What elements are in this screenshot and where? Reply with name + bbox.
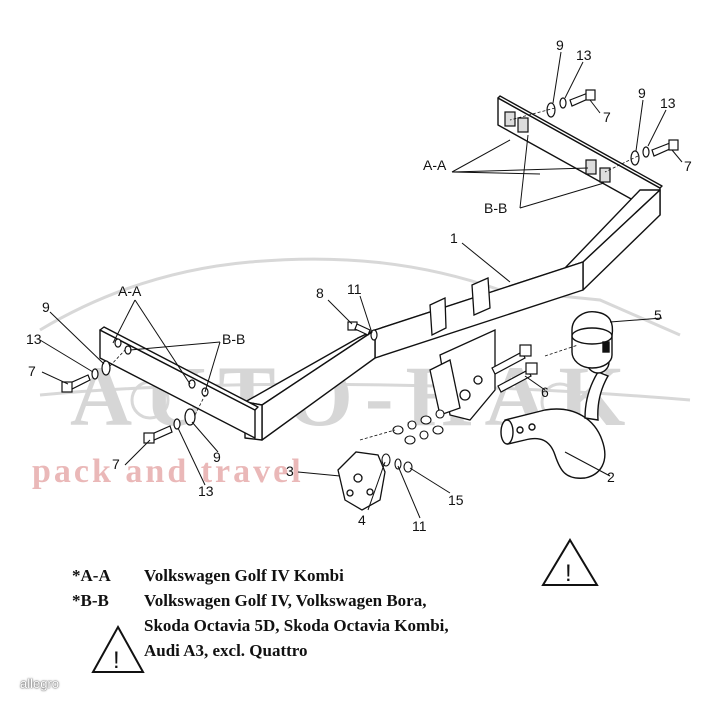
assembly-lines: [109, 107, 639, 441]
ball-cover: [571, 311, 614, 369]
legend-key-aa: *A-A: [72, 566, 111, 585]
bolt-set-left-upper: [61, 360, 111, 393]
callout-6: 6: [541, 384, 549, 400]
callout-13-left-upper: 13: [26, 331, 42, 347]
section-label-bb-right: B-B: [484, 200, 507, 216]
callout-5: 5: [654, 307, 662, 323]
watermark-site-logo: allegro: [20, 676, 60, 691]
callout-11-centre: 11: [347, 281, 362, 297]
nut-washer-cluster: [381, 409, 445, 473]
callout-13-left-lower: 13: [198, 483, 214, 499]
right-arm-nuts: [504, 111, 611, 183]
callout-9-right: 9: [638, 85, 646, 101]
callout-1: 1: [450, 230, 458, 246]
legend-text-bb-3: Audi A3, excl. Quattro: [144, 641, 308, 660]
bolt-set-top-right-1: [546, 89, 596, 118]
bolt-set-centre: [347, 321, 378, 341]
bolt-set-top-right-2: [630, 139, 679, 166]
legend-key-bb: *B-B: [72, 591, 109, 610]
legend-text-bb-2: Skoda Octavia 5D, Skoda Octavia Kombi,: [144, 616, 449, 635]
svg-text:!: !: [113, 647, 120, 674]
ball-bolts: [491, 344, 538, 393]
callout-7-left-upper: 7: [28, 363, 36, 379]
callout-9-left-upper: 9: [42, 299, 50, 315]
callout-9-left-lower: 9: [213, 449, 221, 465]
ball-mount-bracket: [429, 277, 496, 421]
callout-13-right: 13: [660, 95, 676, 111]
bolt-set-left-lower: [143, 408, 196, 444]
warning-icon: !: [91, 624, 145, 674]
left-arm-holes: [114, 338, 209, 397]
callout-7-right: 7: [684, 158, 692, 174]
legend-text-aa: Volkswagen Golf IV Kombi: [144, 566, 344, 585]
leader-lines: [39, 51, 683, 519]
callout-3: 3: [286, 463, 294, 479]
callout-8: 8: [316, 285, 324, 301]
warning-icon: !: [541, 538, 599, 587]
section-label-aa-left: A-A: [118, 283, 142, 299]
callout-7-left-lower: 7: [112, 456, 120, 472]
watermark-tagline: pack and travel: [32, 453, 304, 490]
callout-11-lower: 11: [412, 518, 427, 534]
callout-9-top-right: 9: [556, 37, 564, 53]
application-legend: *A-A Volkswagen Golf IV Kombi *B-B Volks…: [72, 563, 542, 663]
svg-text:!: !: [565, 560, 572, 587]
callout-2: 2: [607, 469, 615, 485]
legend-row-bb: *B-B Volkswagen Golf IV, Volkswagen Bora…: [72, 588, 542, 613]
section-label-aa-right: A-A: [423, 157, 447, 173]
callout-4: 4: [358, 512, 366, 528]
legend-text-bb-1: Volkswagen Golf IV, Volkswagen Bora,: [144, 591, 427, 610]
legend-row-aa: *A-A Volkswagen Golf IV Kombi: [72, 563, 542, 588]
callout-15: 15: [448, 492, 464, 508]
section-label-bb-left: B-B: [222, 331, 245, 347]
callout-13-top-right: 13: [576, 47, 592, 63]
callout-7-top-right: 7: [603, 109, 611, 125]
